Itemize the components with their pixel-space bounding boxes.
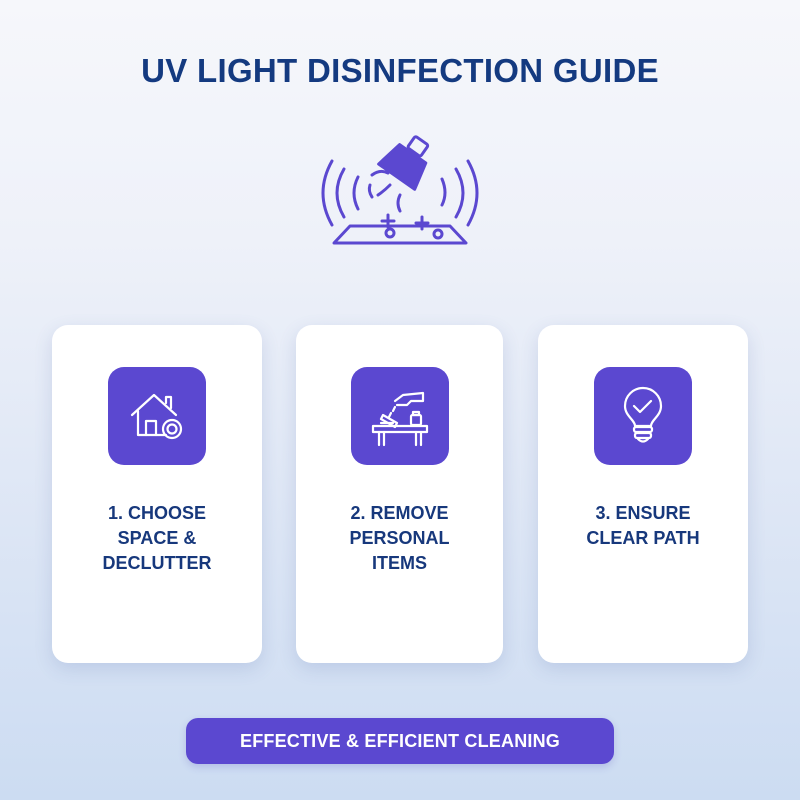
step-card-3: 3. ENSURE CLEAR PATH (538, 325, 748, 663)
step-card-2: 2. REMOVE PERSONAL ITEMS (296, 325, 503, 663)
step-card-1: 1. CHOOSE SPACE & DECLUTTER (52, 325, 262, 663)
footer-banner: EFFECTIVE & EFFICIENT CLEANING (186, 718, 614, 764)
lightbulb-check-icon (594, 367, 692, 465)
step-label: 3. ENSURE CLEAR PATH (586, 503, 700, 548)
uv-lamp-hero-icon (310, 133, 490, 258)
house-icon (108, 367, 206, 465)
page-title: UV LIGHT DISINFECTION GUIDE (141, 52, 659, 89)
hand-clearing-table-icon (350, 367, 449, 465)
step-label: 1. CHOOSE SPACE & DECLUTTER (102, 503, 212, 573)
step-label: 2. REMOVE PERSONAL ITEMS (349, 503, 450, 573)
